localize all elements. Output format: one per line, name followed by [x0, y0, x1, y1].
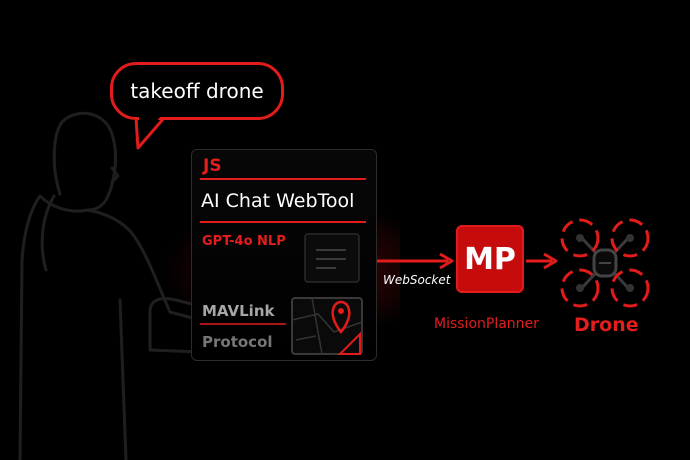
mission-planner-abbr: MP [464, 241, 516, 277]
websocket-label: WebSocket [383, 273, 451, 287]
mission-planner-box: MP [456, 225, 524, 293]
chat-lines-icon [304, 233, 360, 283]
map-pin-icon [291, 297, 363, 355]
protocol-label-line2: Protocol [202, 333, 273, 351]
webtool-title: AI Chat WebTool [201, 190, 355, 212]
speech-bubble: takeoff drone [110, 62, 284, 120]
drone-icon [560, 218, 650, 308]
nlp-label: GPT-4o NLP [202, 234, 286, 249]
language-label: JS [203, 156, 222, 176]
arrow-right-icon-2 [526, 252, 558, 270]
arrow-right-icon [377, 252, 454, 270]
protocol-label-line1: MAVLink [202, 302, 275, 320]
speech-bubble-text: takeoff drone [130, 79, 264, 103]
drone-label: Drone [574, 314, 639, 336]
mission-planner-label: MissionPlanner [434, 316, 539, 332]
